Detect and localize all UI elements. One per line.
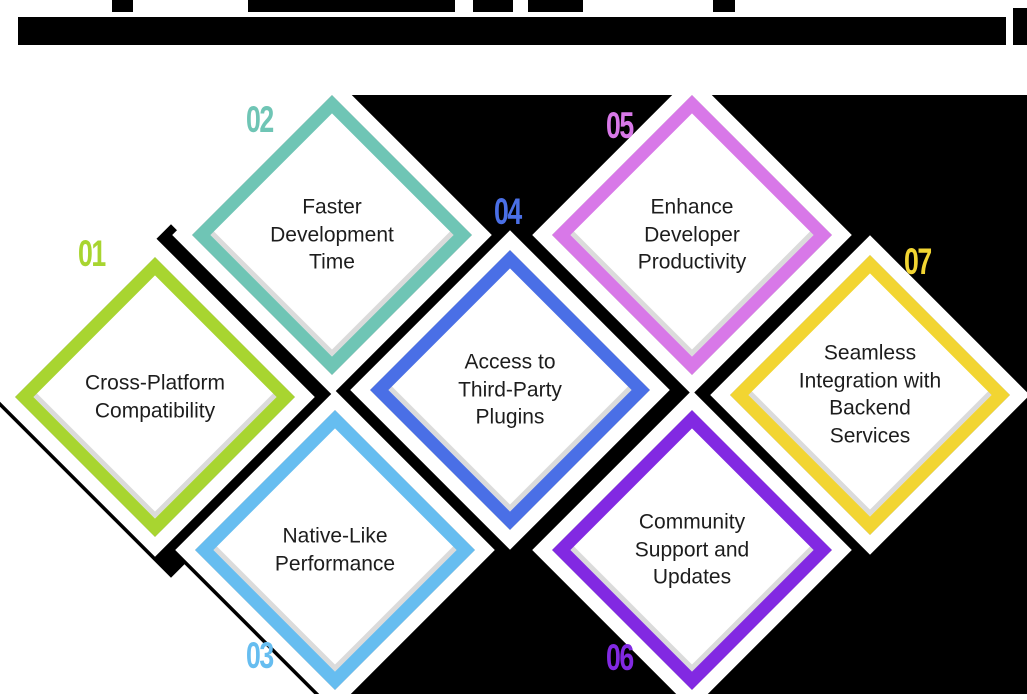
diamond-label: Enhance Developer Productivity [637,195,747,274]
diamond-number-badge-06: 06 [606,637,634,678]
title-bar-fragment [112,0,133,12]
title-bar-fragment [713,0,735,12]
title-bar-fragment [248,0,455,12]
diamond-number-badge-07: 07 [904,241,932,282]
title-bar-fragment [528,0,583,12]
diamond-label: Native-Like Performance [274,524,396,575]
diamond-number-badge-02: 02 [246,99,274,140]
diamond-number-badge-04: 04 [494,191,522,232]
diamond-label: Access to Third-Party Plugins [458,350,562,429]
title-bar-fragment [473,0,513,12]
diamond-label: Seamless Integration with Backend Servic… [798,341,942,448]
diamond-label: Faster Development Time [270,195,394,274]
diamond-number-badge-01: 01 [78,233,106,274]
title-main-bar [18,17,1006,45]
diamond-number-badge-05: 05 [606,105,634,146]
title-end-square [1013,8,1027,45]
diamond-label: Community Support and Updates [634,510,750,589]
diamond-number-badge-03: 03 [246,635,274,676]
diamond-label: Cross-Platform Compatibility [84,371,226,422]
